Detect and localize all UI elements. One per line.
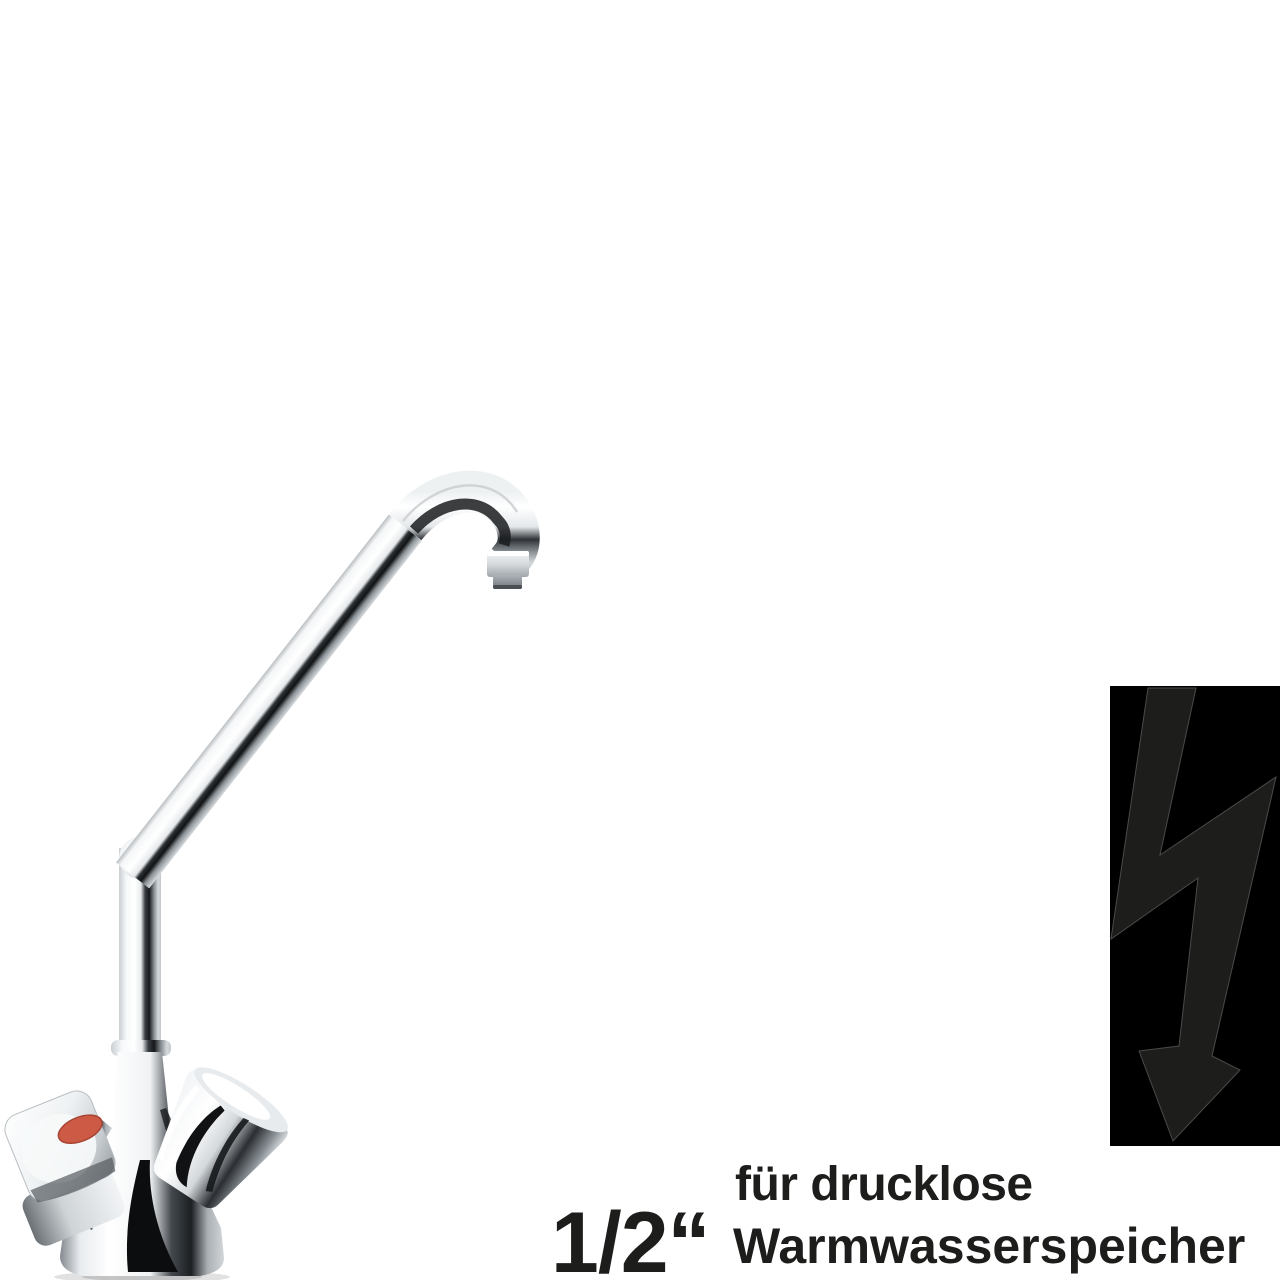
faucet-aerator (487, 551, 529, 589)
compatibility-note-line1: für drucklose (735, 1158, 1033, 1211)
faucet-handle-right (153, 1067, 288, 1209)
faucet-spout-hook (388, 470, 540, 576)
compatibility-note-line2: Warmwasserspeicher (733, 1218, 1246, 1274)
faucet-spout-arm (116, 514, 422, 889)
hot-water-dot (57, 1114, 103, 1145)
faucet-handle-left (4, 1090, 125, 1246)
faucet-body-reflection (126, 1160, 178, 1272)
lightning-arrow-icon (1110, 687, 1277, 1142)
size-annotation: 1/2“ (551, 1195, 711, 1280)
warning-badge (1110, 686, 1280, 1146)
faucet-riser-tube (119, 837, 161, 1062)
